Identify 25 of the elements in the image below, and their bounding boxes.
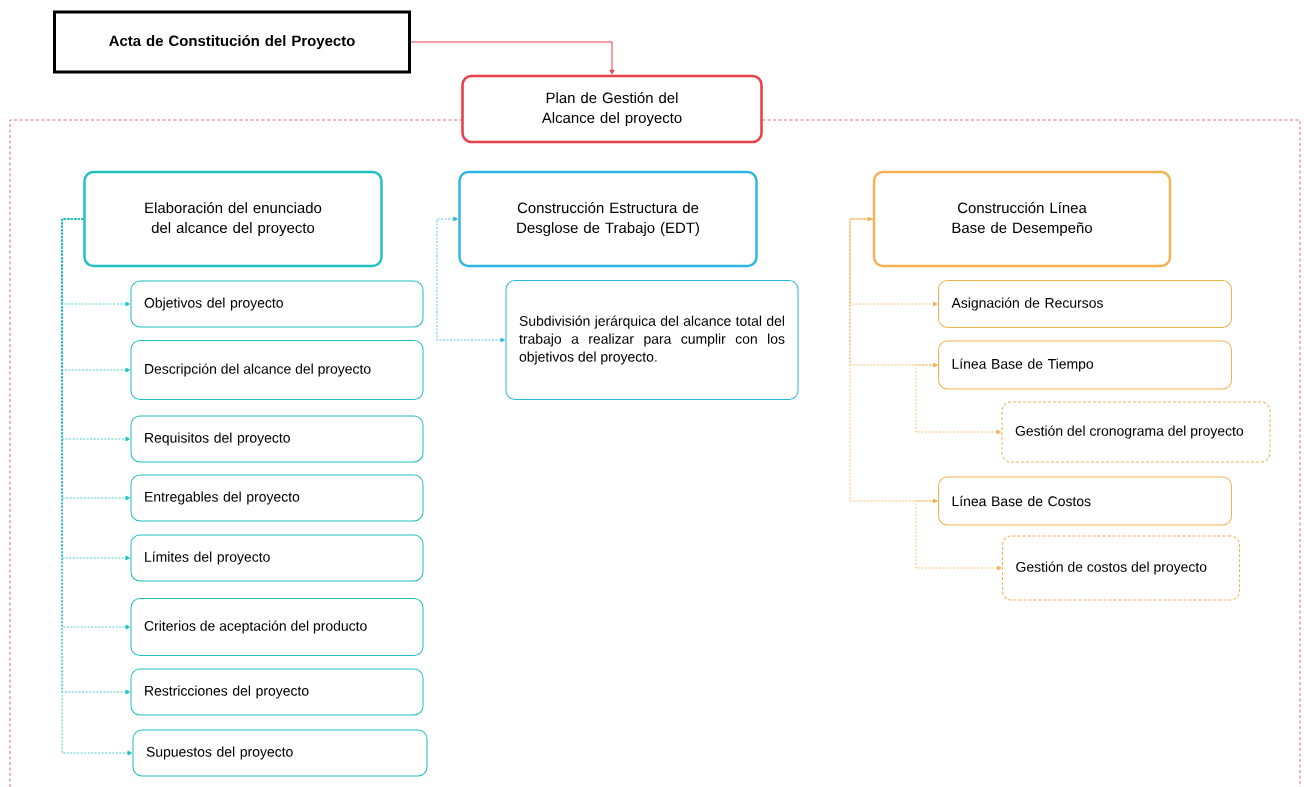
connector-arrow [849, 216, 938, 307]
item-box: Objetivos del proyecto [130, 280, 424, 328]
item-box: Criterios de aceptación del producto [130, 598, 424, 656]
connector-arrow [849, 218, 938, 504]
plan-box: Plan de Gestión del Alcance del proyecto [461, 74, 763, 144]
sub-item-box: Gestión del cronograma del proyecto [1001, 401, 1271, 463]
connector-arrow [436, 216, 505, 343]
item-box: Restricciones del proyecto [130, 668, 424, 716]
document-box: Acta de Constitución del Proyecto [53, 10, 411, 74]
description-box: Subdivisión jerárquica del alcance total del trabajo a realizar para cumplir con los objetivos del proyecto. [505, 280, 799, 400]
connector-arrow [915, 500, 1002, 571]
item-box: Requisitos del proyecto [130, 415, 424, 463]
item-box: Descripción del alcance del proyecto [130, 340, 424, 400]
item-box: Línea Base de Tiempo [938, 340, 1232, 390]
item-box: Asignación de Recursos [938, 280, 1232, 328]
process-box: Construcción Línea Base de Desempeño [872, 170, 1172, 268]
item-box: Supuestos del proyecto [132, 729, 428, 777]
connector-arrow [410, 41, 615, 75]
item-box: Entregables del proyecto [130, 474, 424, 522]
connector-arrow [915, 364, 1001, 435]
sub-item-box: Gestión de costos del proyecto [1002, 535, 1240, 601]
process-box: Construcción Estructura de Desglose de Trabajo (EDT) [458, 170, 758, 268]
item-box: Límites del proyecto [130, 534, 424, 582]
process-box: Elaboración del enunciado del alcance del proyecto [83, 170, 383, 268]
item-box: Línea Base de Costos [938, 476, 1232, 526]
